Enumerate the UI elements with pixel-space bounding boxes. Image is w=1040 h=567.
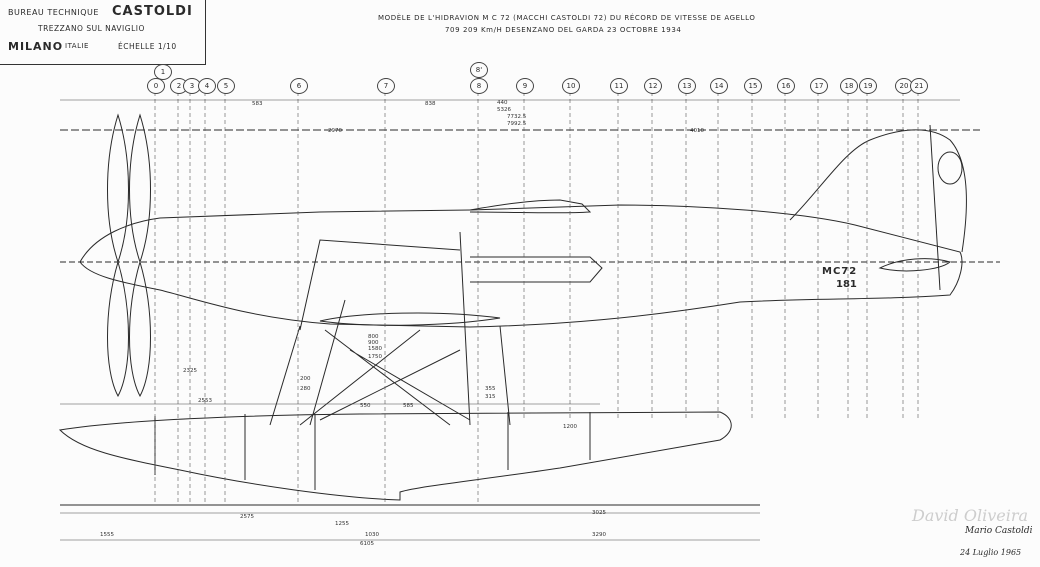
fuselage-outline xyxy=(79,204,963,328)
station-marker: 11 xyxy=(610,78,628,94)
station-marker: 8 xyxy=(470,78,488,94)
drawing-title: MODÈLE DE L'HIDRAVION M C 72 (MACCHI CAS… xyxy=(378,14,756,22)
station-lines xyxy=(154,92,919,505)
title-block: BUREAU TECHNIQUE CASTOLDI TREZZANO SUL N… xyxy=(0,0,206,65)
watermark: David Oliveira xyxy=(912,506,1029,525)
station-marker: 7 xyxy=(377,78,395,94)
dimension-label: 585 xyxy=(403,403,414,409)
propeller-upper-blade xyxy=(107,113,129,264)
station-marker: 9 xyxy=(516,78,534,94)
dimension-label: 1555 xyxy=(100,532,114,538)
dimension-label: 3025 xyxy=(592,510,606,516)
cockpit-canopy xyxy=(469,199,592,214)
dimension-label: 1750 xyxy=(368,354,382,360)
dimension-label: 3290 xyxy=(592,532,606,538)
station-marker: 8' xyxy=(470,62,488,78)
station-marker: 5 xyxy=(217,78,235,94)
rudder-line xyxy=(929,124,941,291)
dimension-label: 800 xyxy=(368,334,379,340)
station-marker: 18 xyxy=(840,78,858,94)
aircraft-marking: MC72 xyxy=(822,266,858,277)
dimension-label: 1255 xyxy=(335,521,349,527)
signature-name: Mario Castoldi xyxy=(965,526,1033,536)
dimension-label: 315 xyxy=(485,394,496,400)
place-label: TREZZANO SUL NAVIGLIO xyxy=(38,24,145,33)
dimension-label: 583 xyxy=(252,101,263,107)
station-marker: 16 xyxy=(777,78,795,94)
dimension-label: 280 xyxy=(300,386,311,392)
station-marker: 15 xyxy=(744,78,762,94)
wing-section xyxy=(319,312,501,326)
country-label: ITALIE xyxy=(65,42,89,50)
roundel-emblem xyxy=(937,151,963,185)
propeller-lower-blade-2 xyxy=(129,260,151,398)
vertical-fin xyxy=(789,129,967,253)
station-marker: 12 xyxy=(644,78,662,94)
city-label: MILANO xyxy=(8,40,64,53)
scale-label: ÉCHELLE 1/10 xyxy=(118,42,177,51)
station-marker: 13 xyxy=(678,78,696,94)
station-marker: 17 xyxy=(810,78,828,94)
station-marker: 10 xyxy=(562,78,580,94)
station-marker: 19 xyxy=(859,78,877,94)
dimension-label: 900 xyxy=(368,340,379,346)
dimension-label: 7732.5 xyxy=(507,114,527,120)
propeller-upper-blade-2 xyxy=(129,113,151,264)
dimension-label: 550 xyxy=(360,403,371,409)
dimension-label: 2970 xyxy=(328,128,342,134)
signature-date: 24 Luglio 1965 xyxy=(960,548,1022,557)
propeller-lower-blade xyxy=(107,260,129,398)
dimension-label: 200 xyxy=(300,376,311,382)
station-marker: 6 xyxy=(290,78,308,94)
dimension-label: 440 xyxy=(497,100,508,106)
float-struts xyxy=(269,231,511,426)
dimension-label: 4010 xyxy=(690,128,704,134)
dimension-label: 2575 xyxy=(240,514,254,520)
dimension-label: 7992.5 xyxy=(507,121,527,127)
company-name: CASTOLDI xyxy=(112,4,193,19)
station-marker: 4 xyxy=(198,78,216,94)
drawing-subtitle: 709 209 Km/H DESENZANO DEL GARDA 23 OCTO… xyxy=(445,26,682,34)
station-marker: 21 xyxy=(910,78,928,94)
dimension-label: 2553 xyxy=(198,398,212,404)
dimension-label: 355 xyxy=(485,386,496,392)
station-marker: 1 xyxy=(154,64,172,80)
station-marker: 14 xyxy=(710,78,728,94)
float-outline xyxy=(58,411,732,501)
station-marker: 20 xyxy=(895,78,913,94)
dimension-label: 1580 xyxy=(368,346,382,352)
station-marker: 0 xyxy=(147,78,165,94)
engine-exhaust xyxy=(470,256,603,283)
dimension-label: 2325 xyxy=(183,368,197,374)
tailplane xyxy=(878,258,952,272)
aircraft-number: 181 xyxy=(836,279,857,290)
dimension-label: 6105 xyxy=(360,541,374,547)
bureau-label: BUREAU TECHNIQUE xyxy=(8,8,99,17)
dimension-label: 1030 xyxy=(365,532,379,538)
dimension-label: 838 xyxy=(425,101,436,107)
dimension-label: 1200 xyxy=(563,424,577,430)
dimension-label: 5326 xyxy=(497,107,511,113)
